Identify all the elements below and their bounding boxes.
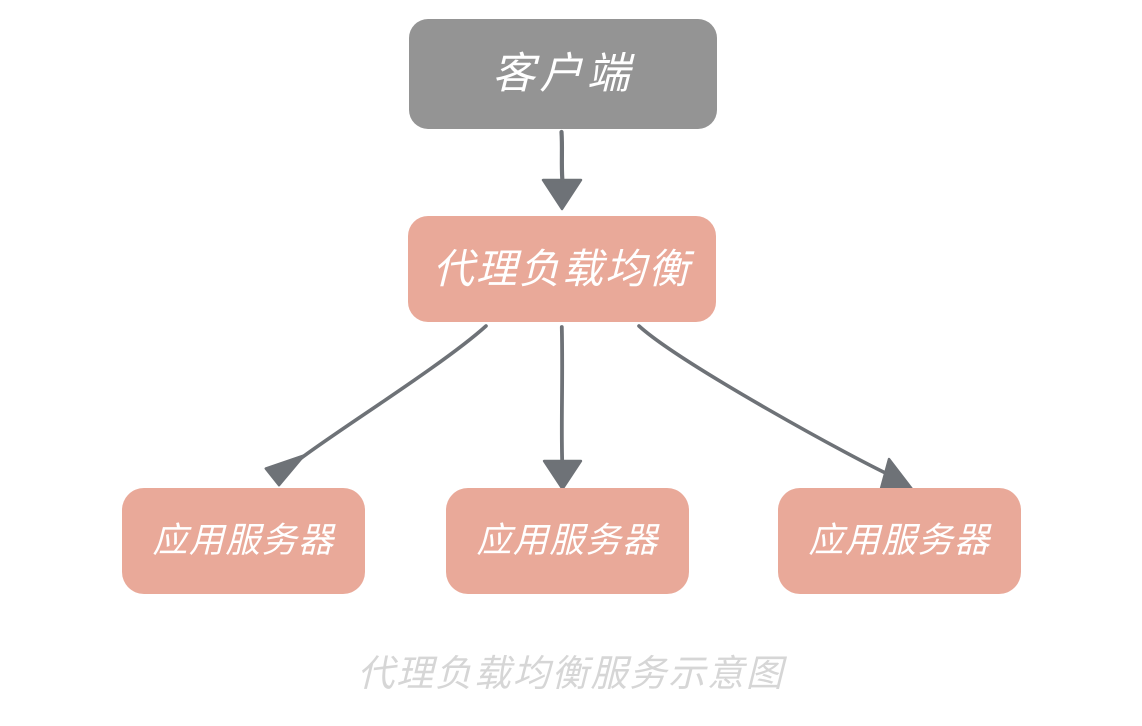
connector-loadbalancer-to-appserver-1 — [264, 324, 488, 487]
node-application-server-1[interactable]: 应用服务器 — [122, 488, 365, 594]
node-application-server-2[interactable]: 应用服务器 — [446, 488, 689, 594]
diagram-caption: 代理负载均衡服务示意图 — [357, 652, 785, 695]
node-client-label: 客户端 — [492, 48, 634, 99]
connector-loadbalancer-to-appserver-2 — [542, 325, 583, 491]
connector-loadbalancer-to-appserver-3 — [637, 324, 914, 494]
node-application-server-3[interactable]: 应用服务器 — [778, 488, 1021, 594]
node-application-server-3-label: 应用服务器 — [808, 520, 991, 561]
node-proxy-load-balancer-label: 代理负载均衡 — [432, 244, 692, 293]
node-application-server-1-label: 应用服务器 — [152, 520, 335, 561]
connector-client-to-loadbalancer — [541, 129, 583, 211]
node-client[interactable]: 客户端 — [409, 19, 717, 129]
node-application-server-2-label: 应用服务器 — [476, 520, 659, 561]
node-proxy-load-balancer[interactable]: 代理负载均衡 — [408, 216, 716, 322]
